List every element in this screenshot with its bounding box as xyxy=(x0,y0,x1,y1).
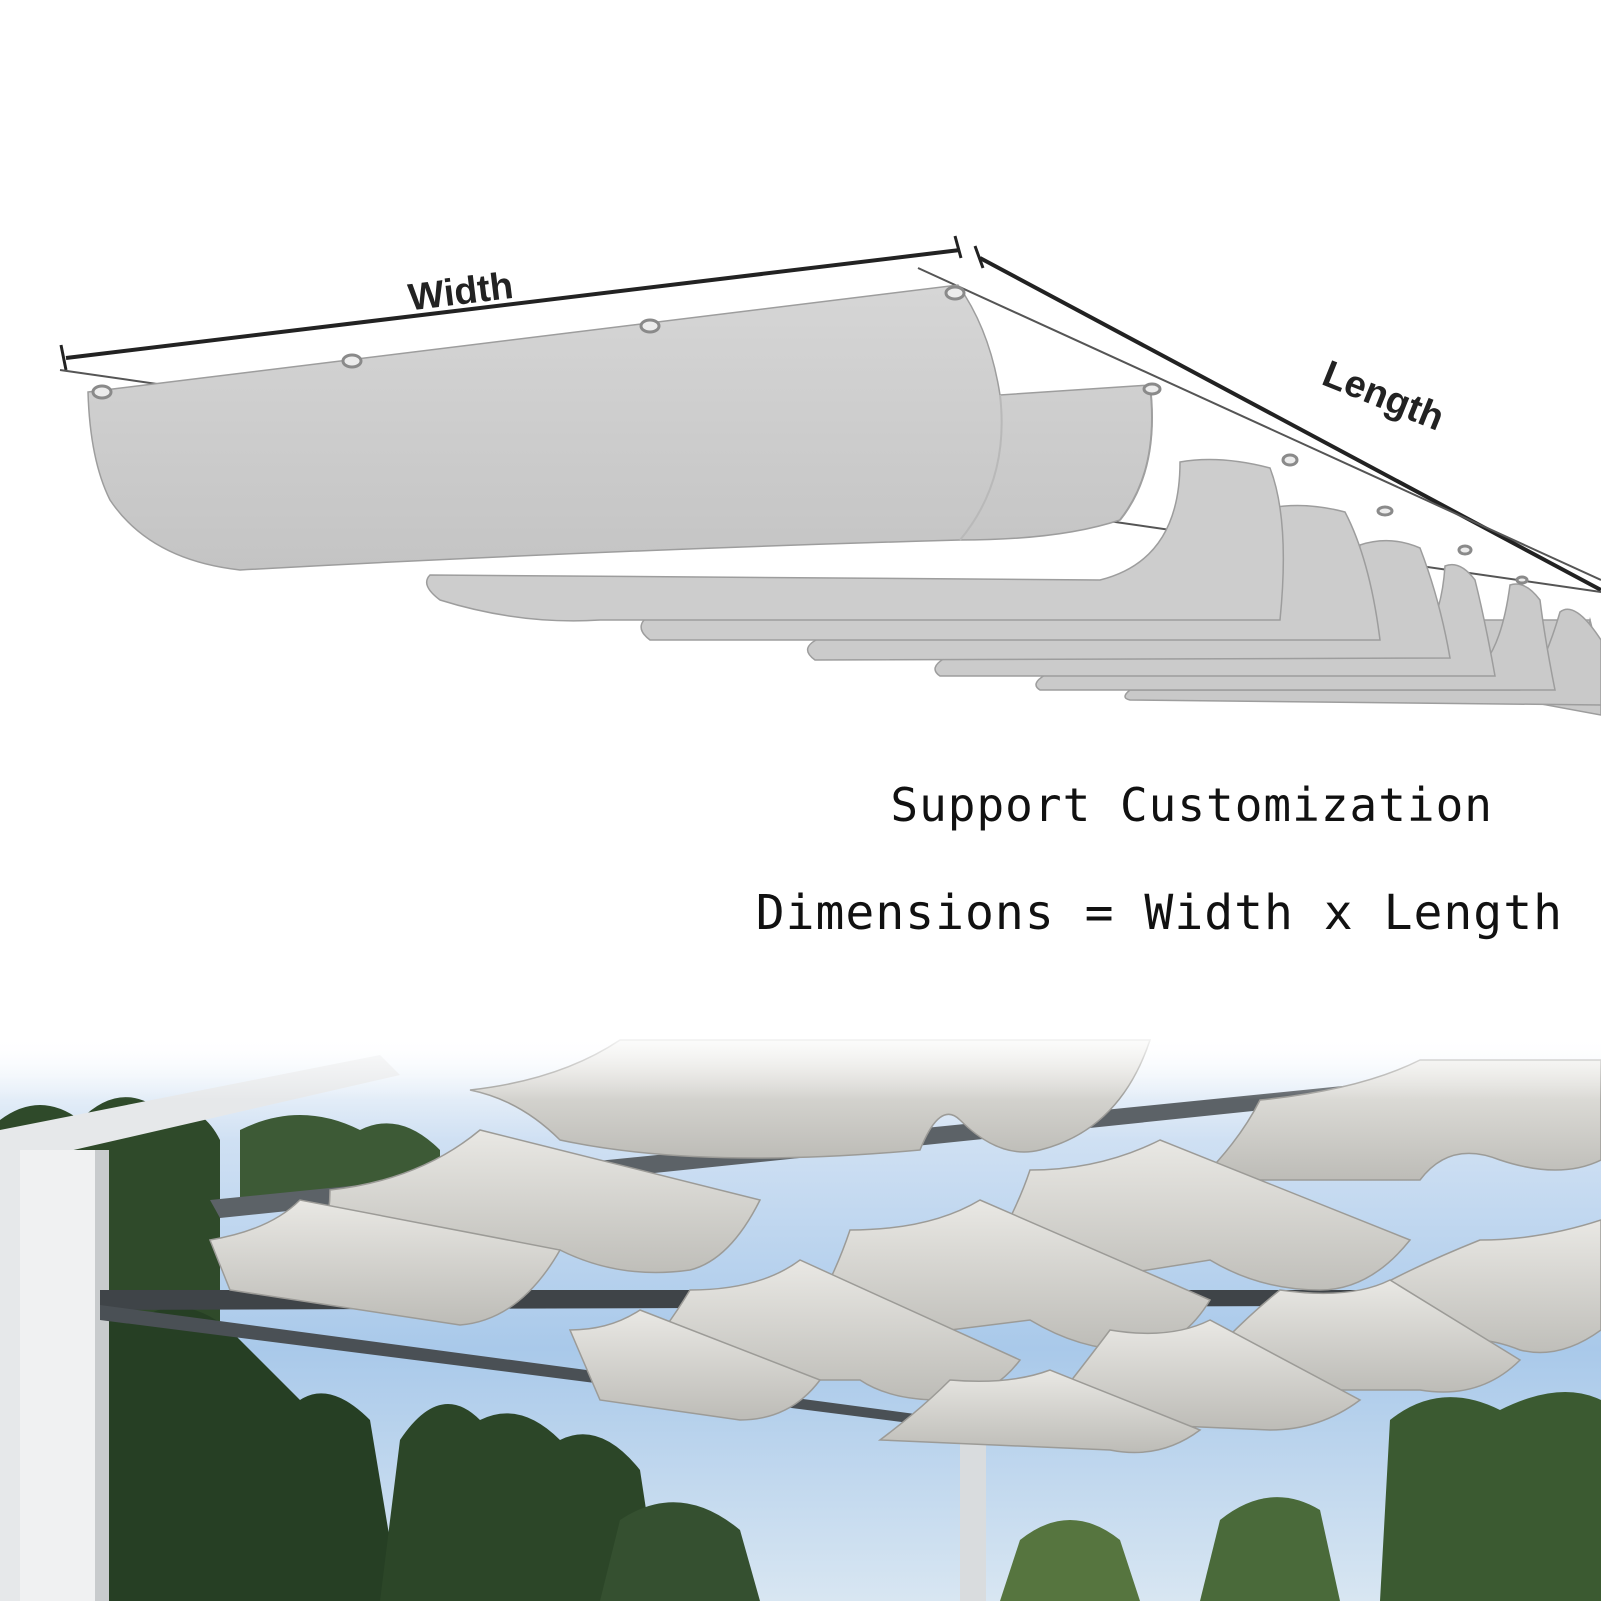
photo-top-fade xyxy=(0,1030,1601,1100)
dimensions-formula-caption: Dimensions = Width x Length xyxy=(755,885,1563,941)
support-customization-caption: Support Customization xyxy=(890,778,1493,832)
width-dimension-line xyxy=(59,235,963,371)
installation-photo xyxy=(0,1030,1601,1601)
grommets xyxy=(91,285,1529,585)
width-label: Width xyxy=(406,265,516,320)
length-dimension-line xyxy=(973,245,1601,592)
fabric-panels xyxy=(87,284,1601,716)
canopy-diagram: Width Length xyxy=(59,235,1601,716)
length-label: Length xyxy=(1317,353,1450,439)
